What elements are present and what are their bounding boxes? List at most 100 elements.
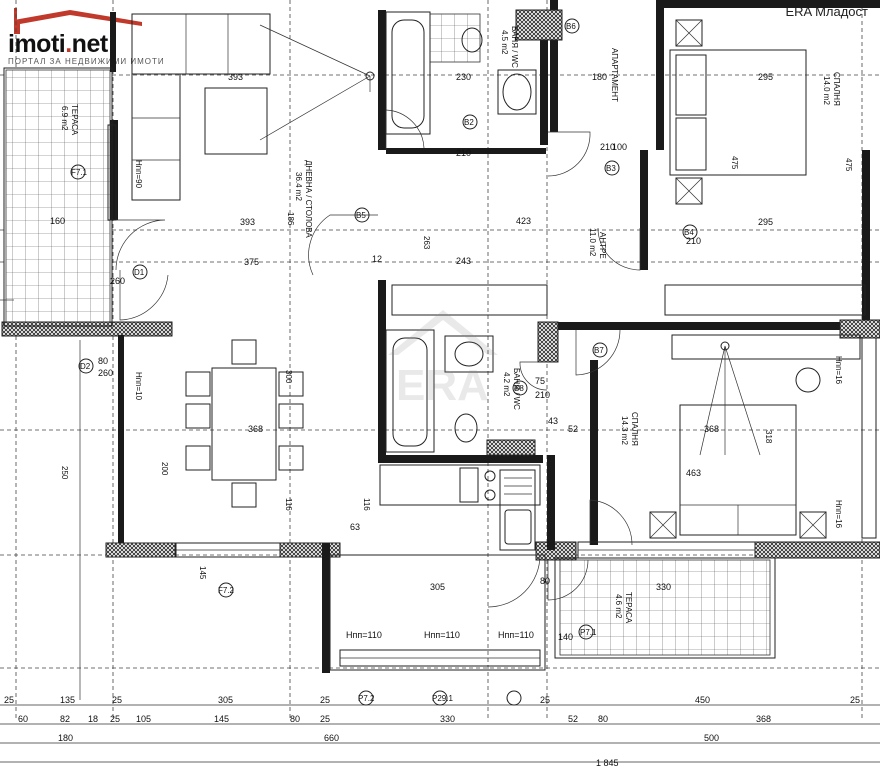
svg-text:135: 135 (60, 695, 75, 705)
sill-notes: Hпп=90 Hпп=10 Hпп=110 Hпп=110 Hпп=110 Hп… (134, 160, 843, 640)
windows (107, 124, 877, 667)
svg-text:305: 305 (218, 695, 233, 705)
dimension-lines (0, 299, 880, 763)
svg-text:80: 80 (290, 714, 300, 724)
svg-text:300: 300 (284, 370, 293, 384)
svg-text:116: 116 (362, 498, 371, 511)
svg-text:25: 25 (850, 695, 860, 705)
walls (1, 0, 880, 673)
svg-text:230: 230 (456, 72, 471, 82)
sill-note: Hпп=90 (134, 160, 143, 189)
interior-dimensions: 393 393 375 368 305 330 295 295 243 423 … (50, 72, 853, 642)
svg-text:318: 318 (764, 430, 773, 444)
bedroom-bottom-name: СПАЛНЯ (630, 412, 639, 446)
door-tag: F7.1 (71, 168, 88, 177)
logo-roof-icon (10, 6, 150, 41)
svg-text:82: 82 (60, 714, 70, 724)
svg-text:475: 475 (730, 156, 739, 170)
svg-text:80: 80 (98, 356, 108, 366)
bottom-dimensions: 25 135 25 305 25 25 450 25 60 82 18 25 1… (4, 695, 860, 768)
terrace-right-name: ТЕРАСА (624, 592, 633, 624)
bath-mid-fixtures (385, 284, 548, 453)
svg-text:250: 250 (60, 466, 69, 480)
svg-text:25: 25 (320, 695, 330, 705)
svg-text:263: 263 (422, 236, 431, 250)
terrace-left-area: 6.9 m2 (60, 106, 69, 131)
svg-text:243: 243 (456, 256, 471, 266)
svg-text:180: 180 (58, 733, 73, 743)
bath-top-fixtures (385, 11, 537, 135)
total-width: 1 845 (596, 758, 619, 768)
svg-text:25: 25 (320, 714, 330, 724)
dining-table (185, 339, 304, 508)
door-tag: D1 (134, 268, 145, 277)
terrace-left-floor (5, 69, 111, 326)
svg-text:393: 393 (240, 217, 255, 227)
sofa-group (131, 13, 271, 201)
sill-note: Hпп=110 (346, 630, 382, 640)
sill-note: Hпп=10 (134, 372, 143, 401)
door-tag: B2 (464, 118, 474, 127)
svg-text:12: 12 (372, 254, 382, 264)
svg-text:145: 145 (198, 566, 207, 580)
svg-text:180: 180 (592, 72, 607, 82)
sill-note: Hпп=110 (424, 630, 460, 640)
hall-area: 11.0 m2 (588, 228, 597, 257)
room-labels: ДНЕВНА / СТОЛОВА 36.4 m2 ТЕРАСА 6.9 m2 Б… (60, 26, 841, 624)
light-fixtures (259, 24, 761, 456)
svg-text:75: 75 (535, 376, 545, 386)
svg-text:260: 260 (110, 276, 125, 286)
svg-text:295: 295 (758, 217, 773, 227)
terrace-right-area: 4.6 m2 (614, 594, 623, 619)
sill-note: Hпп=110 (498, 630, 534, 640)
door-tag: P7.1 (580, 628, 597, 637)
sill-note: Hпп=16 (834, 500, 843, 529)
door-tag: P29.1 (432, 694, 453, 703)
door-tag: P7.2 (358, 694, 375, 703)
watermark-text: ERA (396, 361, 489, 410)
svg-text:330: 330 (656, 582, 671, 592)
svg-text:660: 660 (324, 733, 339, 743)
hall-name: АНТРЕ (598, 232, 607, 259)
svg-text:463: 463 (686, 468, 701, 478)
sill-note: Hпп=16 (834, 356, 843, 385)
living-area: 36.4 m2 (294, 172, 303, 201)
logo-dot: . (65, 30, 72, 58)
svg-text:450: 450 (695, 695, 710, 705)
railings (3, 67, 776, 671)
svg-text:375: 375 (244, 257, 259, 267)
svg-text:25: 25 (110, 714, 120, 724)
door-swings (115, 109, 641, 608)
svg-text:116: 116 (284, 498, 293, 511)
bed-bottom (649, 334, 861, 539)
svg-text:43: 43 (548, 416, 558, 426)
svg-text:393: 393 (228, 72, 243, 82)
svg-text:260: 260 (98, 368, 113, 378)
svg-text:80: 80 (540, 576, 550, 586)
svg-text:330: 330 (440, 714, 455, 724)
terrace-left-name: ТЕРАСА (70, 104, 79, 136)
svg-text:25: 25 (4, 695, 14, 705)
svg-text:210: 210 (686, 236, 701, 246)
svg-text:25: 25 (112, 695, 122, 705)
svg-text:368: 368 (248, 424, 263, 434)
bath-mid-area: 4.2 m2 (502, 372, 511, 397)
site-logo[interactable]: imoti.net ПОРТАЛ ЗА НЕДВИЖИМИ ИМОТИ (8, 30, 165, 66)
svg-text:368: 368 (704, 424, 719, 434)
svg-text:52: 52 (568, 714, 578, 724)
svg-text:105: 105 (136, 714, 151, 724)
svg-text:305: 305 (430, 582, 445, 592)
bedroom-top-name: СПАЛНЯ (832, 72, 841, 106)
bath-top-name: БАНЯ / WC (510, 26, 519, 68)
door-tag: B4 (684, 228, 694, 237)
svg-text:60: 60 (18, 714, 28, 724)
era-watermark-icon: ERA (388, 310, 498, 410)
svg-text:18: 18 (88, 714, 98, 724)
logo-text: imoti.net (8, 30, 108, 58)
kitchen (379, 439, 541, 551)
svg-text:295: 295 (758, 72, 773, 82)
svg-text:186: 186 (286, 212, 295, 226)
bath-top-area: 4.5 m2 (500, 30, 509, 55)
door-tag: B5 (356, 211, 366, 220)
